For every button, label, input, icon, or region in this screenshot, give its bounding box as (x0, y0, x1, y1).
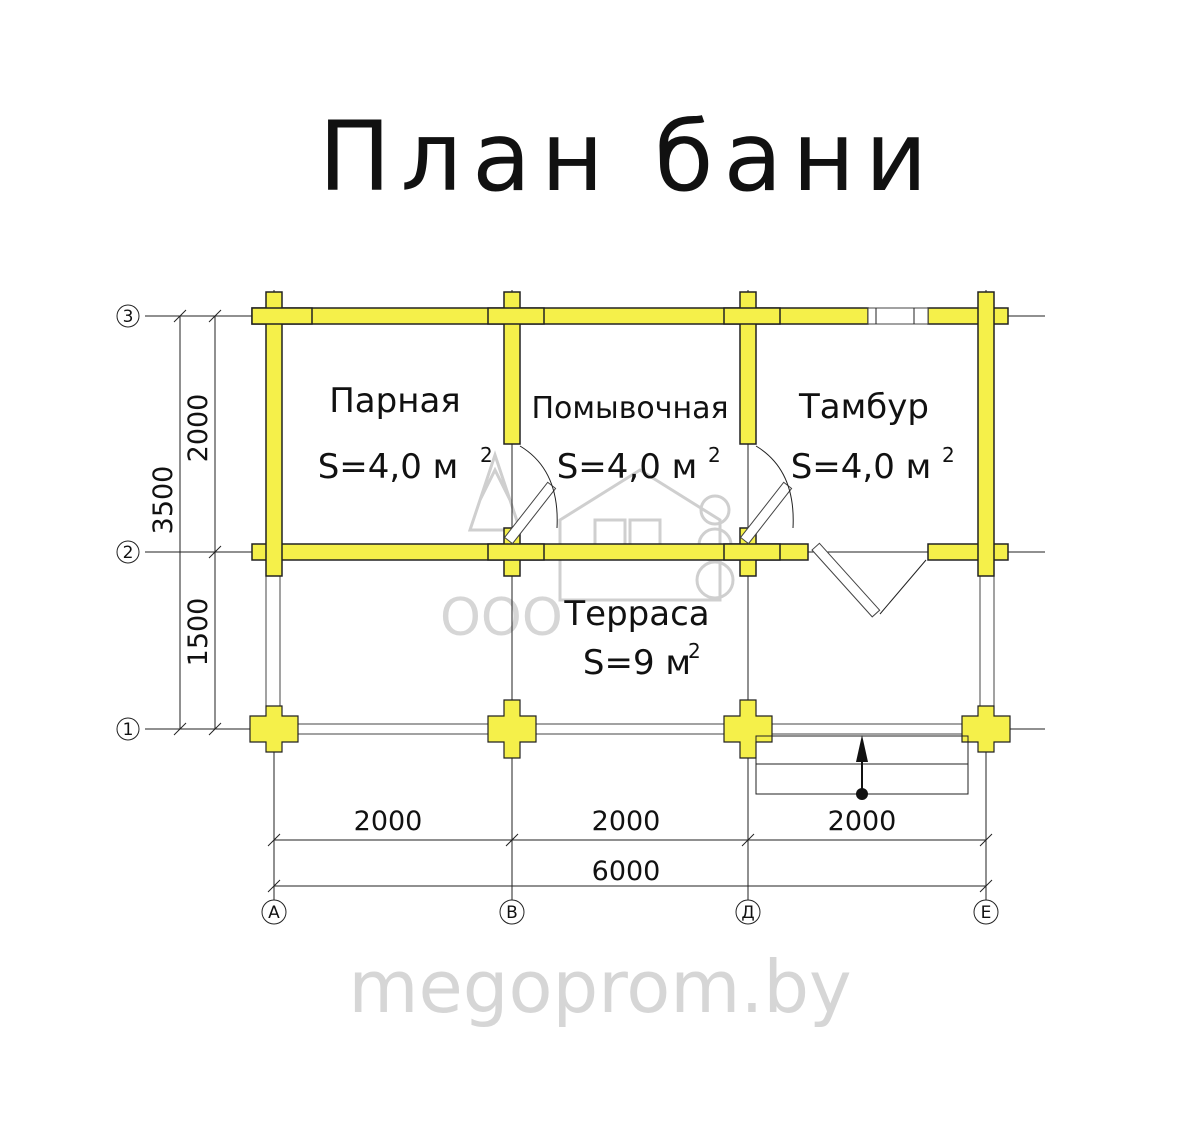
axis-row-1: 1 (123, 720, 134, 740)
room-area-sup: 2 (942, 443, 955, 467)
room-area-sup: 2 (480, 443, 493, 467)
room-tambur: Тамбур S=4,0 м 2 (791, 387, 955, 487)
room-name: Парная (329, 381, 461, 421)
doors (503, 445, 927, 618)
axis-row-2: 2 (123, 543, 134, 563)
room-area: S=4,0 м (791, 447, 932, 487)
window (867, 307, 929, 325)
site-watermark: megoprom.by (348, 945, 851, 1029)
room-area: S=4,0 м (318, 447, 459, 487)
axis-row-3: 3 (123, 307, 134, 327)
watermark-logo: ООО (440, 450, 735, 648)
entrance-steps (755, 735, 969, 800)
axis-markers: 3 2 1 А В Д Е (116, 304, 999, 925)
room-area: S=9 м (583, 643, 691, 683)
axis-col-d: Д (741, 903, 754, 923)
room-parnaya: Парная S=4,0 м 2 (318, 381, 493, 487)
dim-left-upper: 2000 (183, 394, 214, 463)
log-walls (251, 291, 1009, 577)
room-area: S=4,0 м (557, 447, 698, 487)
room-pomyvochnaya: Помывочная S=4,0 м 2 (531, 391, 728, 487)
room-name: Тамбур (798, 387, 929, 427)
axis-col-e: Е (981, 903, 992, 923)
watermark-company: ООО (440, 588, 563, 648)
dim-left-total: 3500 (148, 466, 179, 535)
dim-bottom-total: 6000 (592, 856, 661, 887)
dim-left-lower: 1500 (183, 598, 214, 667)
room-area-sup: 2 (708, 443, 721, 467)
axis-col-v: В (506, 903, 518, 923)
dim-bottom-1: 2000 (354, 806, 423, 837)
dimension-labels: 2000 2000 2000 6000 2000 1500 3500 (148, 394, 896, 887)
axis-col-a: А (268, 903, 280, 923)
room-name: Терраса (563, 594, 709, 634)
room-name: Помывочная (531, 391, 728, 426)
room-area-sup: 2 (688, 639, 701, 663)
posts (249, 699, 1011, 759)
plan-title: План бани (319, 101, 938, 213)
dim-bottom-3: 2000 (828, 806, 897, 837)
room-terrasa: Терраса S=9 м 2 (563, 594, 709, 683)
dim-bottom-2: 2000 (592, 806, 661, 837)
